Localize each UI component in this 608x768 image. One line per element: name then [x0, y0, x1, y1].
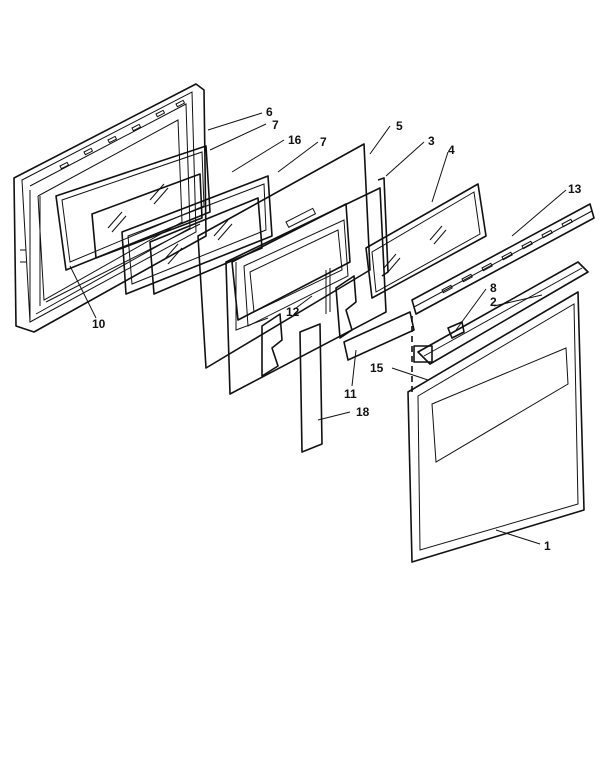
inner-glass-frame	[55, 145, 211, 271]
callout-3: 3	[428, 134, 435, 148]
callout-7-back: 7	[272, 118, 279, 132]
callout-10: 10	[92, 317, 106, 331]
callout-labels: 6 7 16 7 5 3 4 13 8 2 15 12 11 18 10 1	[92, 105, 582, 553]
callout-5: 5	[396, 119, 403, 133]
side-clip	[377, 177, 389, 277]
door-liner-panel	[225, 187, 387, 395]
callout-13: 13	[568, 182, 582, 196]
side-trim	[299, 323, 323, 453]
door-handle	[413, 261, 589, 365]
outer-door-panel	[407, 291, 585, 563]
hinge-brackets	[261, 268, 357, 377]
callout-4: 4	[448, 143, 455, 157]
callout-11: 11	[344, 387, 357, 401]
leader-lines	[69, 112, 567, 545]
vent-trim	[411, 203, 595, 315]
callout-12: 12	[286, 305, 300, 319]
gasket-strip	[343, 311, 415, 361]
callout-7-front: 7	[320, 135, 327, 149]
callout-18: 18	[356, 405, 370, 419]
callout-8: 8	[490, 281, 497, 295]
callout-15: 15	[370, 361, 384, 375]
callout-16: 16	[288, 133, 302, 147]
inner-door-frame	[13, 83, 207, 333]
callout-6: 6	[266, 105, 273, 119]
glass-pack-frame	[121, 175, 273, 295]
callout-2: 2	[490, 295, 497, 309]
screw	[447, 321, 465, 339]
callout-1: 1	[544, 539, 551, 553]
outer-glass	[365, 183, 487, 299]
